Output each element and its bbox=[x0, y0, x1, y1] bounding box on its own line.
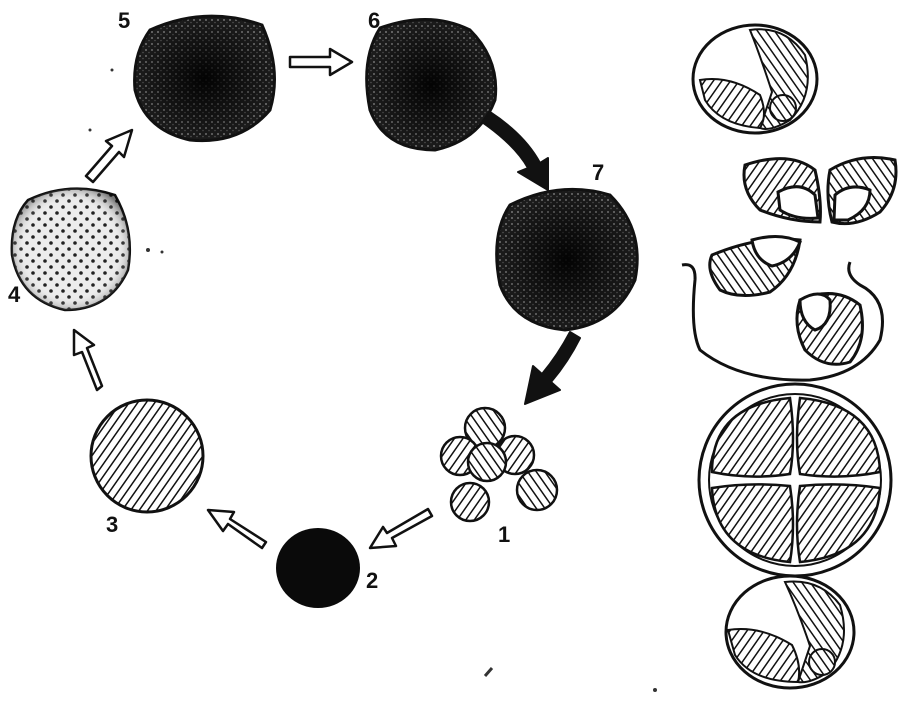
arrow-3-to-4 bbox=[74, 330, 102, 390]
stage-2-cell bbox=[276, 528, 360, 608]
stage-6-cell bbox=[367, 19, 496, 150]
stage-1-cluster bbox=[441, 408, 557, 521]
four-cell-tetrad bbox=[699, 384, 891, 576]
arrow-4-to-5 bbox=[86, 130, 132, 182]
upper-wedge-pair bbox=[744, 158, 896, 224]
stage-4-label: 4 bbox=[8, 282, 21, 307]
bottom-cell-schematic bbox=[726, 576, 854, 688]
stage-1-label: 1 bbox=[498, 522, 510, 547]
stage-5-label: 5 bbox=[118, 8, 130, 33]
arrow-5-to-6 bbox=[290, 49, 352, 75]
top-cell-schematic bbox=[693, 25, 817, 133]
lower-wedge-pair bbox=[710, 236, 863, 364]
stage-3-label: 3 bbox=[106, 512, 118, 537]
stage-3-cell bbox=[91, 400, 203, 512]
stage-2-label: 2 bbox=[366, 568, 378, 593]
arrow-1-to-2 bbox=[370, 509, 432, 548]
arrow-2-to-3 bbox=[208, 510, 266, 548]
stage-5-cell bbox=[135, 16, 275, 141]
stage-6-label: 6 bbox=[368, 8, 380, 33]
speck-marks bbox=[89, 69, 658, 693]
stage-7-cell bbox=[497, 189, 638, 330]
arrow-6-to-7 bbox=[482, 112, 548, 190]
stage-4-cell bbox=[12, 189, 130, 310]
arrow-7-to-1 bbox=[525, 332, 580, 404]
stage-7-label: 7 bbox=[592, 160, 604, 185]
